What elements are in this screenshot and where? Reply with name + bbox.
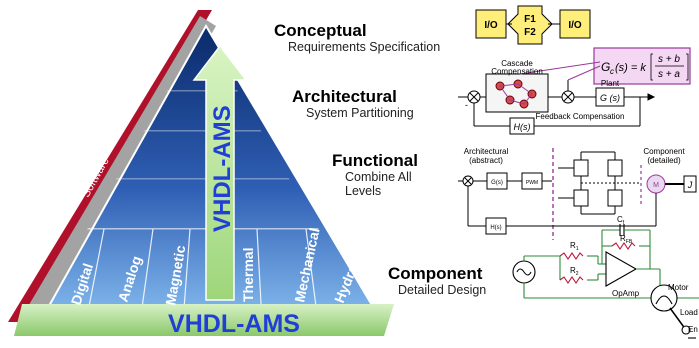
enc-text: En bbox=[688, 325, 698, 334]
motor-label: M bbox=[653, 182, 659, 189]
io-right-block bbox=[559, 9, 591, 39]
io-left-block bbox=[475, 9, 507, 39]
h-block-label: H(s) bbox=[490, 225, 501, 231]
arch-label-1: Architectural bbox=[464, 147, 509, 156]
out-label: J bbox=[687, 180, 693, 190]
resistor-r2 bbox=[559, 276, 584, 284]
pyramid-layers bbox=[35, 90, 372, 230]
f2-label: F2 bbox=[524, 27, 536, 38]
feedback-label: Feedback Compensation bbox=[536, 112, 625, 121]
out-block bbox=[683, 175, 697, 193]
formula-sub: c bbox=[610, 67, 614, 76]
functional-diagram bbox=[458, 148, 697, 240]
opamp-symbol bbox=[605, 251, 638, 287]
formula-lhs: G bbox=[601, 60, 610, 74]
pwm-block-label: PWM bbox=[526, 180, 538, 186]
io-left-label: I/O bbox=[484, 20, 498, 31]
io-right-label: I/O bbox=[568, 20, 582, 31]
formula: G c (s) = k s + b s + a bbox=[601, 53, 689, 81]
level-subtitle-2: Levels bbox=[345, 184, 382, 198]
level-title: Functional bbox=[332, 151, 418, 170]
cascade-label-2: Compensation bbox=[491, 67, 543, 76]
level-subtitle-1: Combine All bbox=[345, 170, 412, 184]
component-diagram bbox=[512, 224, 699, 339]
base-band bbox=[14, 304, 394, 336]
formula-num: s + b bbox=[658, 54, 680, 65]
arch-label-2: (abstract) bbox=[469, 156, 503, 165]
level-title: Component bbox=[388, 264, 483, 283]
feedback-block-label: H(s) bbox=[514, 122, 531, 132]
formula-mid: (s) = k bbox=[615, 62, 646, 74]
level-title: Conceptual bbox=[274, 21, 367, 40]
r2-label: R2 bbox=[570, 266, 579, 277]
r1-label: R1 bbox=[570, 241, 579, 252]
conceptual-diagram: I/O I/O F1 F2 bbox=[475, 5, 591, 45]
opamp-label: OpAmp bbox=[612, 289, 640, 298]
g-block-label: G(s) bbox=[491, 180, 503, 186]
resistor-rfb bbox=[611, 242, 636, 250]
motor-symbol-2 bbox=[650, 284, 678, 312]
cascade-label-1: Cascade bbox=[501, 59, 533, 68]
level-title: Architectural bbox=[292, 87, 397, 106]
base-banner: VHDL-AMS bbox=[168, 310, 300, 338]
comp-label-2: (detailed) bbox=[647, 156, 681, 165]
plant-block-label: G (s) bbox=[600, 93, 620, 103]
motor-text: Motor bbox=[668, 283, 689, 292]
resistor-r1 bbox=[559, 252, 584, 260]
level-conceptual: Conceptual Requirements Specification bbox=[274, 21, 441, 55]
formula-den: s + a bbox=[658, 69, 680, 80]
level-functional: Functional Combine All Levels bbox=[332, 151, 418, 199]
h-bridge bbox=[558, 151, 640, 215]
level-subtitle: Requirements Specification bbox=[288, 40, 441, 54]
rfb-label: RFB bbox=[620, 234, 633, 245]
architectural-labels: Cascade Compensation Plant G (s) Feedbac… bbox=[465, 59, 624, 132]
minus-sign-1: - bbox=[465, 100, 468, 110]
software-band bbox=[20, 16, 216, 320]
functional-labels: Architectural (abstract) Component (deta… bbox=[464, 147, 693, 231]
f-block bbox=[507, 5, 553, 45]
component-labels: Cf RFB R1 R2 OpAmp Motor Load En bbox=[570, 215, 698, 334]
c-label: Cf bbox=[617, 215, 625, 226]
comp-label-1: Component bbox=[643, 147, 685, 156]
plant-label: Plant bbox=[601, 79, 620, 88]
level-subtitle: System Partitioning bbox=[306, 106, 414, 120]
pyramid: VHDL-AMS VHDL-AMS Software Digital Analo… bbox=[8, 10, 394, 338]
cascade-network bbox=[495, 79, 537, 109]
level-architectural: Architectural System Partitioning bbox=[292, 87, 414, 121]
up-arrow bbox=[192, 44, 248, 301]
domain-thermal: Thermal bbox=[240, 248, 256, 302]
level-component: Component Detailed Design bbox=[388, 264, 487, 298]
vertical-banner: VHDL-AMS bbox=[209, 105, 236, 232]
architectural-diagram bbox=[458, 47, 691, 135]
load-text: Load bbox=[680, 308, 698, 317]
f1-label: F1 bbox=[524, 14, 536, 25]
level-subtitle: Detailed Design bbox=[398, 283, 487, 297]
